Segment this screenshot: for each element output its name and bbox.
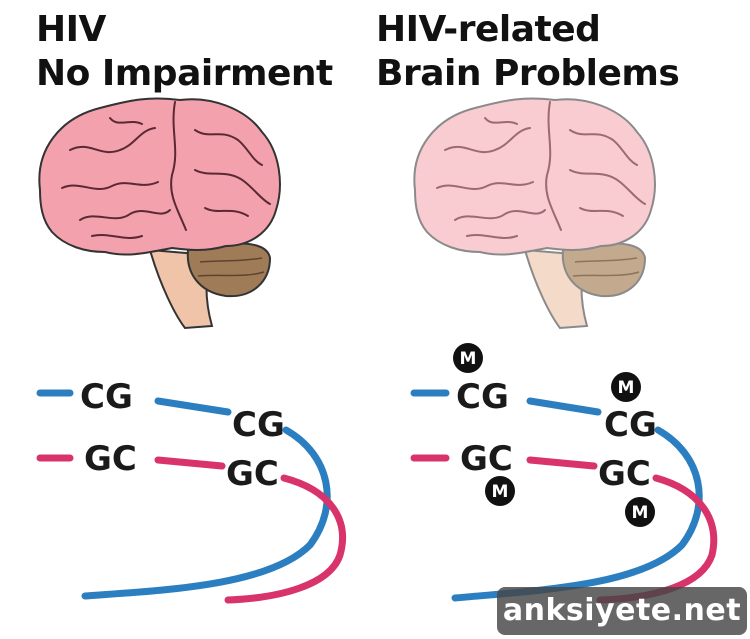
- right-bottom-end-label: GC: [598, 454, 651, 494]
- left-bottom-end-label: GC: [226, 454, 279, 494]
- left-bottom-start-label: GC: [84, 439, 137, 479]
- left-panel-title: HIV No Impairment: [36, 8, 333, 96]
- right-top-end-label: CG: [604, 405, 657, 445]
- brain-healthy-icon: [38, 97, 281, 330]
- methyl-mark-label: M: [492, 482, 509, 502]
- brain-impaired-icon: [413, 97, 656, 330]
- left-title-line1: HIV: [36, 9, 106, 50]
- methyl-mark-label: M: [632, 503, 649, 523]
- methyl-mark-icon: M: [625, 497, 655, 527]
- right-top-start-label: CG: [456, 377, 509, 417]
- methyl-mark-icon: M: [485, 476, 515, 506]
- red-strand-left-curve: [154, 456, 346, 604]
- left-title-line2: No Impairment: [36, 53, 333, 94]
- methyl-mark-icon: M: [453, 343, 483, 373]
- watermark-badge: anksiyete.net: [497, 587, 747, 635]
- methyl-mark-icon: M: [611, 372, 641, 402]
- left-top-end-label: CG: [232, 405, 285, 445]
- right-bottom-start-label: GC: [460, 439, 513, 479]
- methyl-mark-label: M: [618, 378, 635, 398]
- methyl-mark-label: M: [460, 349, 477, 369]
- dna-strands-right: CG CG GC GC M M M M: [410, 343, 718, 604]
- dna-strands-left: CG CG GC GC: [36, 377, 346, 604]
- right-panel-title: HIV-related Brain Problems: [376, 8, 680, 96]
- left-top-start-label: CG: [80, 377, 133, 417]
- blue-strand-left-curve: [81, 397, 331, 600]
- right-title-line2: Brain Problems: [376, 53, 680, 94]
- right-title-line1: HIV-related: [376, 9, 601, 50]
